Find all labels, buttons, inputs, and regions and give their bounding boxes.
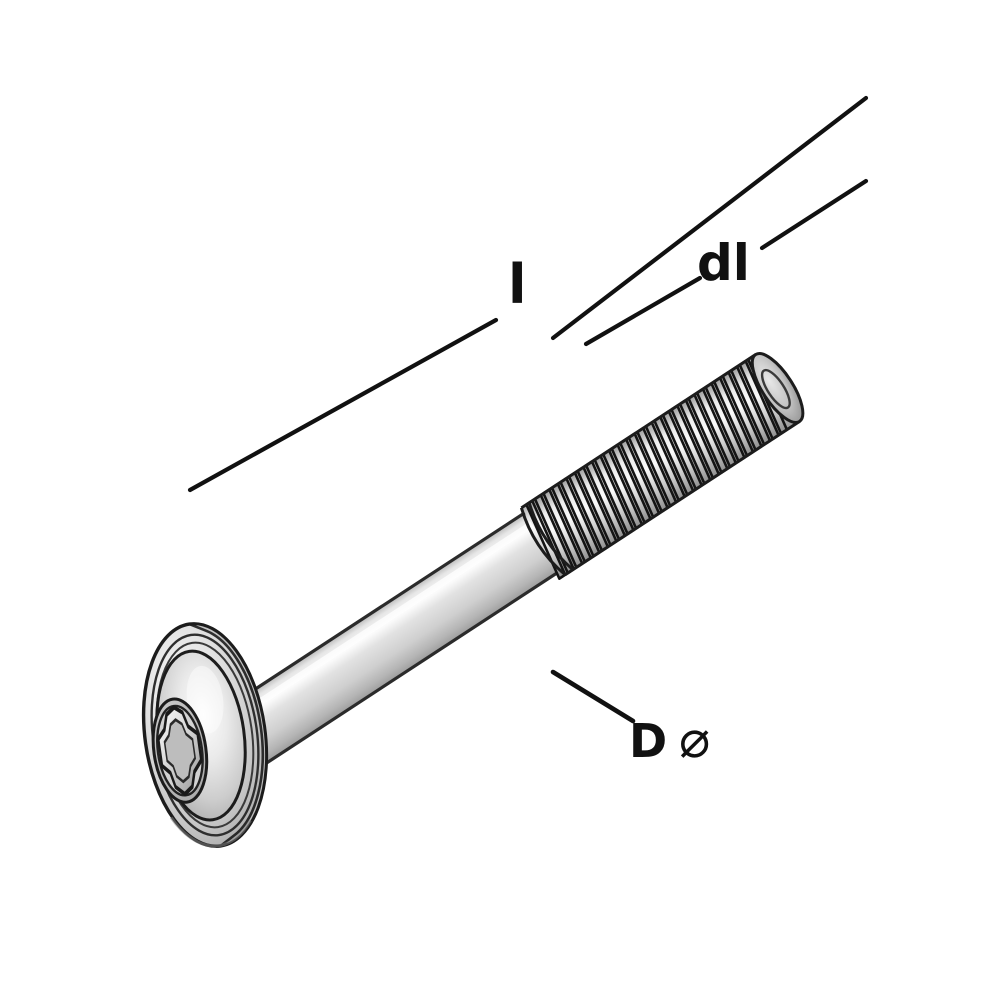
screw-thread	[519, 352, 805, 580]
dimension-line-thread-length	[583, 178, 869, 347]
dim-dl-segment-left	[583, 275, 703, 347]
screw-head	[141, 622, 269, 848]
thread-turns	[525, 354, 789, 580]
dimension-label-length: l	[508, 253, 527, 316]
torx-drive-icon	[157, 705, 203, 797]
screw-assembly	[141, 352, 805, 848]
dim-l-segment-left	[187, 317, 499, 493]
leader-line-diameter	[550, 669, 636, 724]
dim-dl-segment-right	[759, 178, 869, 251]
dimension-label-thread-length: dl	[697, 234, 750, 292]
screw-shank	[209, 502, 577, 777]
diameter-symbol-icon: ⌀	[679, 710, 711, 770]
dimension-label-diameter: D	[629, 714, 668, 768]
dimension-line-overall-length	[187, 95, 869, 493]
dim-l-segment-right	[550, 95, 869, 341]
